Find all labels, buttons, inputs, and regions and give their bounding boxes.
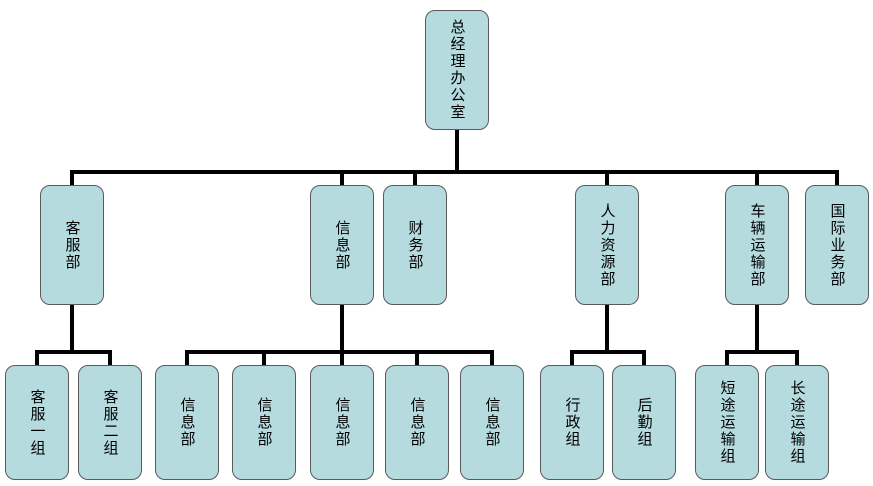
org-node-root: 总经理办公室 xyxy=(425,10,489,130)
connector-drop xyxy=(755,170,759,185)
org-node-label: 人力资源部 xyxy=(598,202,617,288)
connector-branch-drop xyxy=(340,305,344,354)
org-node-info-sub5: 信息部 xyxy=(460,365,524,480)
org-node-information: 信息部 xyxy=(310,185,374,305)
org-node-label: 国际业务部 xyxy=(828,202,847,288)
org-node-finance: 财务部 xyxy=(383,185,447,305)
org-node-label: 长途运输组 xyxy=(788,380,807,465)
org-node-label: 信息部 xyxy=(333,219,352,271)
org-node-label: 客服二组 xyxy=(101,388,120,457)
org-node-label: 信息部 xyxy=(178,397,197,448)
connector-drop xyxy=(35,350,39,365)
connector-drop xyxy=(415,350,419,365)
connector-branch-bus xyxy=(185,350,494,354)
org-node-cs-group2: 客服二组 xyxy=(78,365,142,480)
org-node-international: 国际业务部 xyxy=(805,185,869,305)
org-node-label: 车辆运输部 xyxy=(748,202,767,288)
org-node-label: 客服部 xyxy=(63,219,82,271)
org-node-label: 信息部 xyxy=(408,397,427,448)
connector-drop xyxy=(262,350,266,365)
connector-branch-bus xyxy=(570,350,646,354)
connector-drop xyxy=(725,350,729,365)
connector-drop xyxy=(413,170,417,185)
org-node-label: 短途运输组 xyxy=(718,380,737,465)
org-node-cs-group1: 客服一组 xyxy=(5,365,69,480)
connector-drop xyxy=(340,170,344,185)
org-node-customer-service: 客服部 xyxy=(40,185,104,305)
connector-drop xyxy=(605,170,609,185)
org-node-hr: 人力资源部 xyxy=(575,185,639,305)
connector-drop xyxy=(795,350,799,365)
connector-drop xyxy=(340,350,344,365)
org-node-short-haul-group: 短途运输组 xyxy=(695,365,759,480)
org-node-label: 客服一组 xyxy=(28,388,47,457)
org-node-long-haul-group: 长途运输组 xyxy=(765,365,829,480)
org-node-logistics-group: 后勤组 xyxy=(612,365,676,480)
connector-root-drop xyxy=(455,130,459,174)
org-node-label: 信息部 xyxy=(255,397,274,448)
org-node-info-sub2: 信息部 xyxy=(232,365,296,480)
org-node-label: 财务部 xyxy=(406,219,425,271)
connector-branch-drop xyxy=(70,305,74,354)
connector-branch-bus xyxy=(725,350,799,354)
connector-drop xyxy=(185,350,189,365)
connector-branch-drop xyxy=(605,305,609,354)
org-node-label: 总经理办公室 xyxy=(448,19,467,121)
connector-drop xyxy=(70,170,74,185)
connector-level1-bus xyxy=(70,170,839,174)
org-node-admin-group: 行政组 xyxy=(540,365,604,480)
org-node-label: 后勤组 xyxy=(635,397,654,448)
connector-drop xyxy=(835,170,839,185)
org-node-label: 行政组 xyxy=(563,397,582,448)
org-node-info-sub1: 信息部 xyxy=(155,365,219,480)
connector-branch-bus xyxy=(35,350,112,354)
connector-drop xyxy=(490,350,494,365)
connector-drop xyxy=(642,350,646,365)
connector-drop xyxy=(108,350,112,365)
org-node-info-sub4: 信息部 xyxy=(385,365,449,480)
org-node-info-sub3: 信息部 xyxy=(310,365,374,480)
connector-drop xyxy=(570,350,574,365)
org-node-label: 信息部 xyxy=(333,397,352,448)
connector-branch-drop xyxy=(755,305,759,354)
org-node-vehicle-transport: 车辆运输部 xyxy=(725,185,789,305)
org-node-label: 信息部 xyxy=(483,397,502,448)
